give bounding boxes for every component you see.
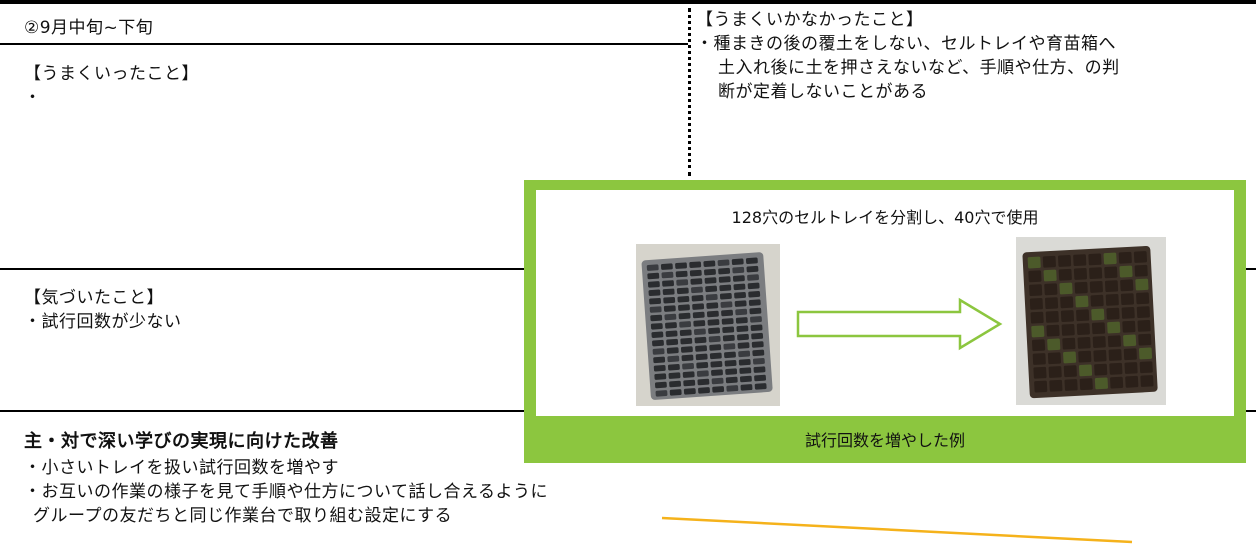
went-poorly-line-2: 土入れ後に土を押さえないなど、手順や仕方、の判 — [718, 58, 1120, 78]
improvement-heading: 主・対で深い学びの実現に向けた改善 — [24, 431, 339, 452]
improvement-line-3: グループの友だちと同じ作業台で取り組む設定にする — [33, 506, 453, 526]
went-well-section: 【うまくいったこと】 ・ — [24, 62, 199, 110]
went-poorly-line-1: ・種まきの後の覆土をしない、セルトレイや育苗箱へ — [696, 34, 1116, 54]
example-box-caption: 試行回数を増やした例 — [804, 431, 965, 450]
went-poorly-line-3: 断が定着しないことがある — [718, 82, 928, 102]
improvement-section: 主・対で深い学びの実現に向けた改善 ・小さいトレイを扱い試行回数を増やす ・お互… — [24, 430, 548, 528]
orange-annotation-line — [661, 516, 1133, 544]
top-border — [0, 0, 1256, 4]
went-poorly-heading: 【うまくいかなかったこと】 — [696, 10, 924, 30]
noticed-section: 【気づいたこと】 ・試行回数が少ない — [24, 286, 182, 334]
noticed-item: ・試行回数が少ない — [24, 312, 182, 332]
improvement-line-2: ・お互いの作業の様子を見て手順や仕方について話し合えるように — [24, 482, 548, 502]
went-poorly-section: 【うまくいかなかったこと】 ・種まきの後の覆土をしない、セルトレイや育苗箱へ 土… — [696, 8, 1120, 104]
example-box-title: 128穴のセルトレイを分割し、40穴で使用 — [731, 208, 1039, 227]
seeded-cell-tray-photo — [1016, 237, 1166, 405]
empty-cell-tray-photo — [636, 244, 780, 406]
noticed-heading: 【気づいたこと】 — [24, 288, 164, 308]
went-well-heading: 【うまくいったこと】 — [24, 64, 199, 84]
divider-under-title — [0, 43, 688, 45]
period-title: ②9月中旬~下旬 — [24, 18, 154, 38]
column-dotted-divider — [688, 8, 691, 176]
went-well-item: ・ — [24, 88, 42, 108]
outline-arrow-right-icon — [796, 297, 1004, 351]
improvement-line-1: ・小さいトレイを扱い試行回数を増やす — [24, 458, 339, 478]
